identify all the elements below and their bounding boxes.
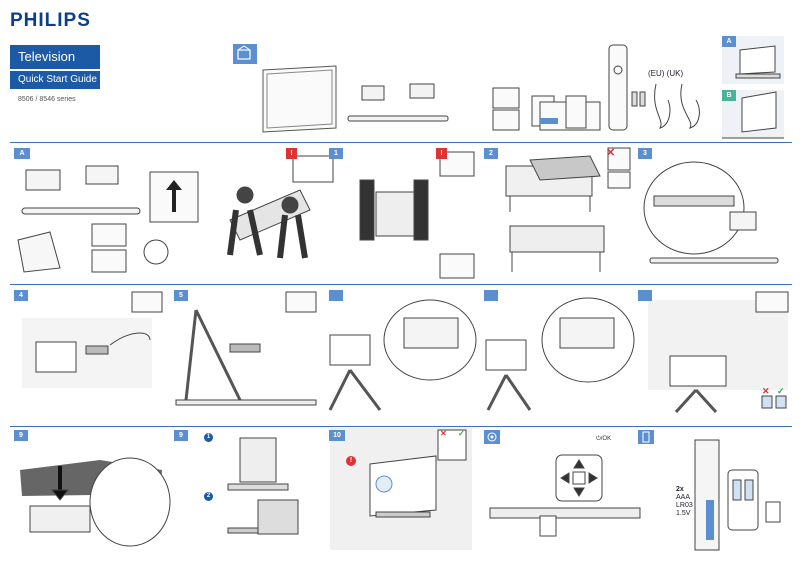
series-label: 8506 / 8546 series xyxy=(18,96,76,103)
screws-illustration xyxy=(492,87,601,131)
remote-icon xyxy=(642,431,650,443)
step-4-attach-bracket xyxy=(22,291,163,388)
cover-title: Television xyxy=(10,45,100,69)
variant-a-illustration xyxy=(735,45,781,79)
step-badge-4: 4 xyxy=(14,290,28,301)
step-10-power-on xyxy=(330,428,472,550)
divider-1 xyxy=(10,142,792,143)
step-3-stand-position xyxy=(643,161,779,264)
step-9-wall-mount xyxy=(227,437,299,535)
brand-logo: PHILIPS xyxy=(10,10,91,31)
divider-3 xyxy=(10,426,792,427)
forbidden-mark: ✕ xyxy=(606,147,616,159)
remote-illustration xyxy=(608,44,646,131)
plug-type-label: (EU) (UK) xyxy=(648,69,684,78)
variant-badge-b: B xyxy=(722,90,736,101)
step-7-mount-stand xyxy=(485,297,635,411)
step-badge-10: 10 xyxy=(329,430,345,441)
step-badge-2: 2 xyxy=(484,148,498,159)
step-badge-9: 9 xyxy=(14,430,28,441)
step-6-mount-stand xyxy=(328,299,477,411)
battery-qty: 2x xyxy=(676,486,684,493)
step-9-stand-placement xyxy=(20,457,171,547)
step-badge-5: 5 xyxy=(174,290,188,301)
cover-subtitle: Quick Start Guide xyxy=(10,71,100,89)
forbidden-mark-3: ✕ xyxy=(440,429,447,438)
step-8-screw-stand xyxy=(648,291,789,414)
allowed-mark: ✓ xyxy=(777,386,785,396)
cover-block: PHILIPS Television Quick Start Guide 850… xyxy=(0,0,108,140)
step-badge-9b: 9 xyxy=(174,430,188,441)
joystick-ok-label: ⏻/OK xyxy=(596,436,612,442)
joystick-section-icon xyxy=(484,430,500,444)
remote-battery-diagram xyxy=(694,439,781,551)
divider-2 xyxy=(10,284,792,285)
target-icon xyxy=(487,432,497,442)
step-badge-7: 7 xyxy=(484,290,498,301)
warning-icon: ! xyxy=(286,148,297,159)
battery-code: LR03 xyxy=(676,502,693,509)
substep-1: 1 xyxy=(204,433,213,442)
variant-badge-a: A xyxy=(722,36,736,47)
forbidden-mark-2: ✕ xyxy=(762,386,770,396)
warning-icon-3: ! xyxy=(346,456,356,466)
stand-feet-illustration xyxy=(347,83,449,122)
step-badge-a: A xyxy=(14,148,30,159)
step-badge-1: 1 xyxy=(329,148,343,159)
step-a-unboxing xyxy=(17,165,199,273)
joystick-diagram xyxy=(489,454,641,537)
substep-2: 2 xyxy=(204,492,213,501)
remote-section-icon xyxy=(638,430,654,444)
step-badge-8: 8 xyxy=(638,290,652,301)
box-contents-icon xyxy=(233,44,257,64)
step-5-attach-leg xyxy=(175,291,317,406)
step-badge-6: 6 xyxy=(329,290,343,301)
variant-b-illustration xyxy=(722,91,784,139)
allowed-mark-2: ✓ xyxy=(458,429,465,438)
battery-voltage: 1.5V xyxy=(676,510,691,517)
power-cables-illustration xyxy=(654,83,700,129)
step-2-tv-on-table xyxy=(505,147,631,272)
package-icon xyxy=(237,45,251,60)
tv-panel-illustration xyxy=(262,65,337,133)
battery-type: AAA xyxy=(676,494,691,501)
warning-icon-2: ! xyxy=(436,148,447,159)
step-1-lifting-tv xyxy=(227,151,475,279)
step-badge-3: 3 xyxy=(638,148,652,159)
